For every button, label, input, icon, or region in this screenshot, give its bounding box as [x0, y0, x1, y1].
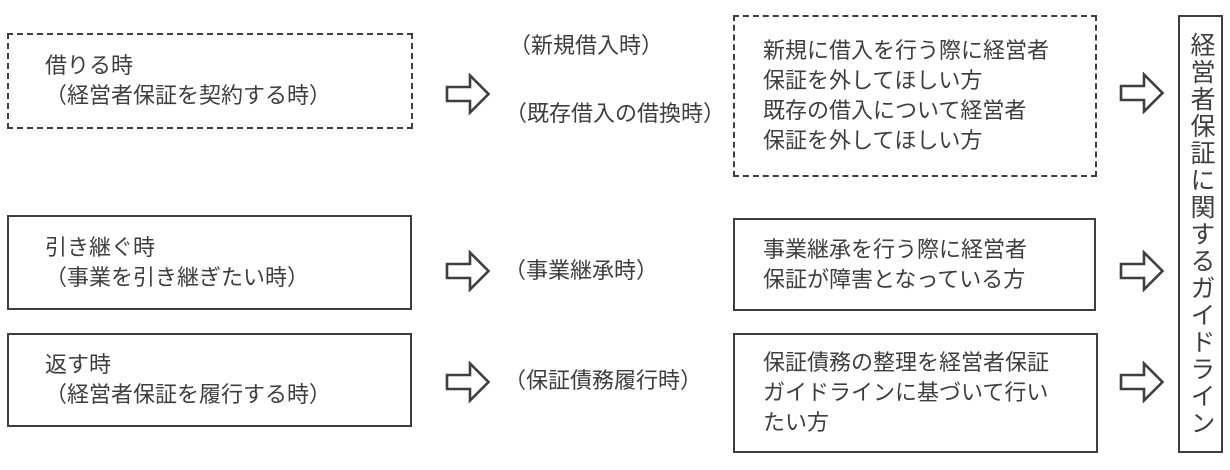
case-box-succession-line: 事業継承を行う際に経営者	[763, 236, 1028, 262]
case-box-borrowing-line: 新規に借入を行う際に経営者	[763, 38, 1050, 63]
guideline-box: 経営者保証に関するガイドライン	[1178, 15, 1223, 453]
case-box-borrowing-line: 既存の借入について経営者	[763, 98, 1027, 123]
arrow-right-icon	[445, 250, 491, 292]
stage-box-borrowing-subtitle: （経営者保証を契約する時）	[45, 83, 332, 108]
case-box-debt-settlement-line: 保証債務の整理を経営者保証	[763, 350, 1050, 375]
case-box-succession: 事業継承を行う際に経営者 保証が障害となっている方	[733, 218, 1096, 311]
stage-box-inheriting-title: 引き継ぐ時	[45, 234, 156, 260]
case-box-borrowing: 新規に借入を行う際に経営者 保証を外してほしい方 既存の借入について経営者 保証…	[733, 15, 1097, 177]
case-box-borrowing-line: 保証を外してほしい方	[763, 68, 983, 93]
arrow-right-icon	[445, 361, 491, 403]
timing-label-guarantee-performance: （保証債務履行時）	[504, 368, 703, 393]
case-box-debt-settlement: 保証債務の整理を経営者保証 ガイドラインに基づいて行い たい方	[733, 333, 1098, 453]
case-box-succession-line: 保証が障害となっている方	[763, 266, 1026, 292]
stage-box-borrowing: 借りる時 （経営者保証を契約する時）	[7, 33, 413, 129]
case-box-debt-settlement-line: たい方	[763, 410, 830, 435]
arrow-right-icon	[1119, 72, 1165, 114]
arrow-right-icon	[1119, 361, 1165, 403]
case-box-debt-settlement-line: ガイドラインに基づいて行い	[763, 380, 1049, 405]
stage-box-inheriting: 引き継ぐ時 （事業を引き継ぎたい時）	[7, 215, 412, 310]
arrow-right-icon	[445, 73, 491, 115]
stage-box-borrowing-title: 借りる時	[45, 53, 134, 78]
stage-box-repaying-title: 返す時	[45, 352, 112, 377]
case-box-borrowing-line: 保証を外してほしい方	[763, 128, 983, 153]
stage-box-inheriting-subtitle: （事業を引き継ぎたい時）	[45, 264, 310, 290]
timing-label-new-borrowing: （新規借入時）	[509, 33, 664, 58]
arrow-right-icon	[1119, 250, 1165, 292]
stage-box-repaying-subtitle: （経営者保証を履行する時）	[45, 382, 332, 407]
timing-label-business-succession: （事業継承時）	[504, 258, 659, 283]
timing-label-refinance: （既存借入の借換時）	[505, 101, 726, 126]
stage-box-repaying: 返す時 （経営者保証を履行する時）	[7, 333, 412, 427]
